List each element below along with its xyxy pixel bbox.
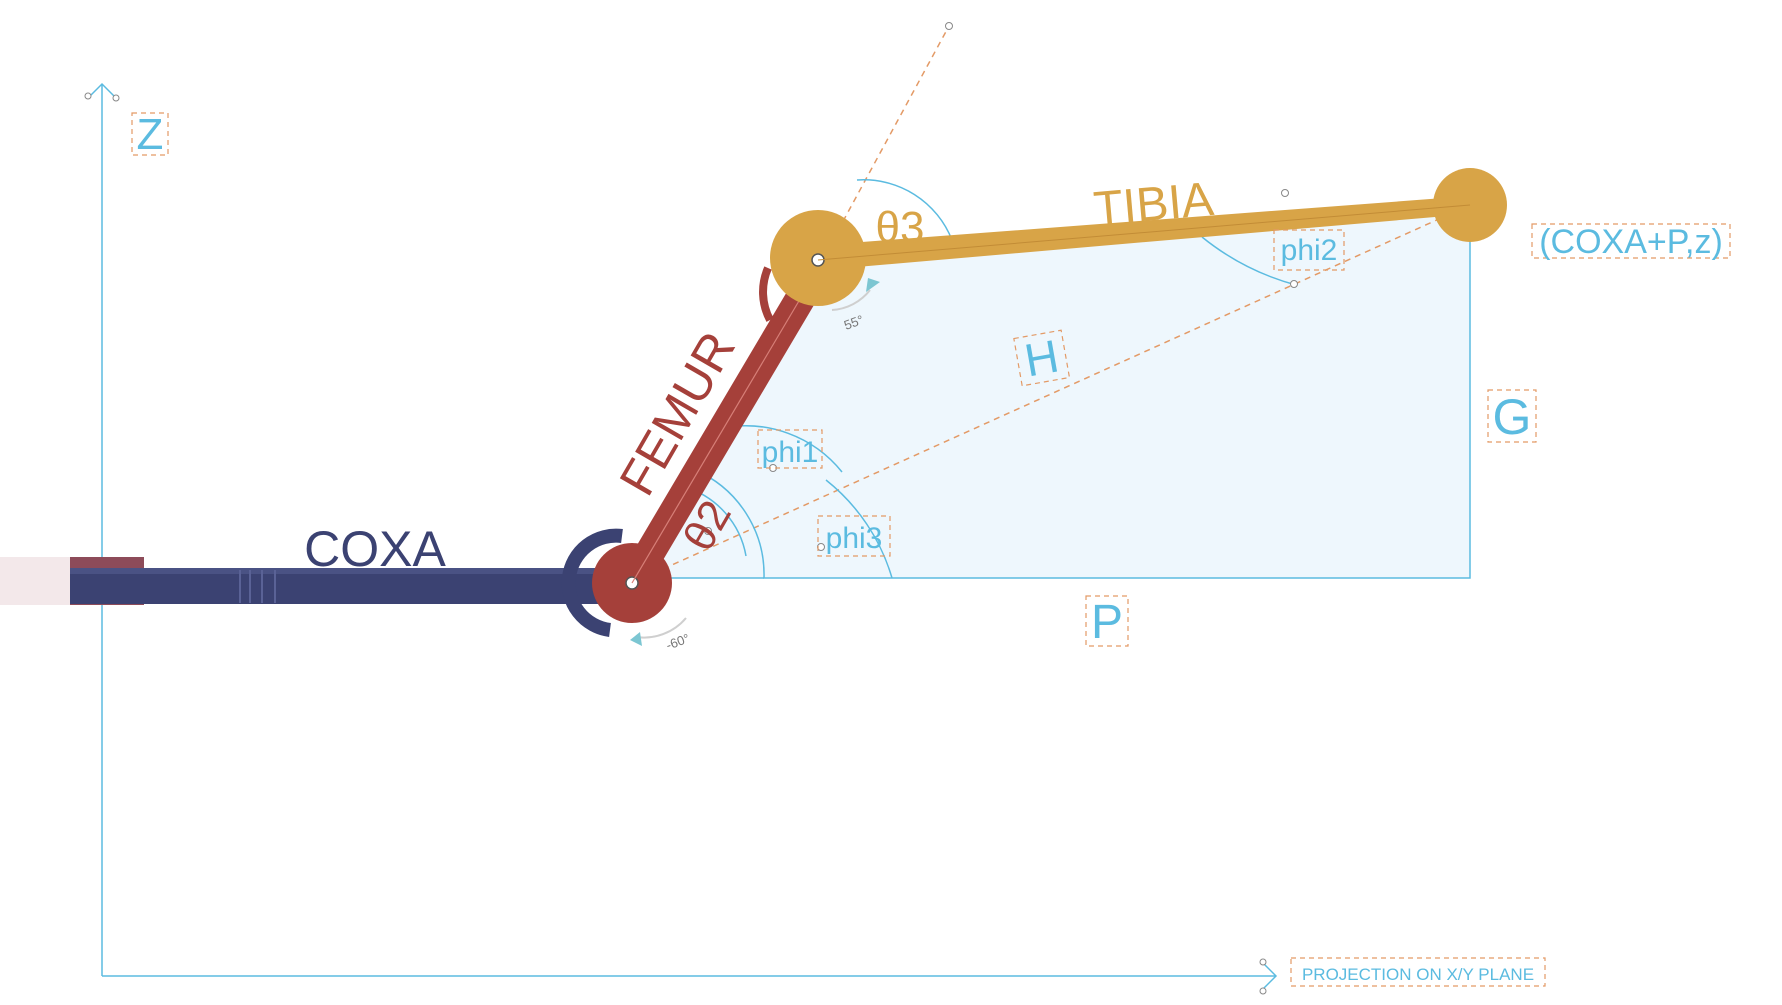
z-axis xyxy=(84,82,120,976)
svg-text:phi3: phi3 xyxy=(826,522,883,555)
coxa-label: COXA xyxy=(304,521,446,577)
svg-text:G: G xyxy=(1493,389,1532,445)
tibia-rotation-indicator: 55° xyxy=(831,278,880,333)
svg-text:P: P xyxy=(1091,596,1123,649)
x-axis xyxy=(102,958,1278,995)
svg-text:(COXA+P,z): (COXA+P,z) xyxy=(1539,223,1723,261)
phi1-label: phi1 xyxy=(757,429,823,469)
g-label: G xyxy=(1487,389,1537,445)
foot-point-label: (COXA+P,z) xyxy=(1531,223,1731,261)
z-axis-label: Z xyxy=(131,110,169,159)
tibia-segment xyxy=(770,168,1507,306)
p-label: P xyxy=(1085,595,1129,649)
femur-rotation-indicator: -60° xyxy=(630,617,692,653)
theta3-label: θ3 xyxy=(876,203,925,252)
svg-text:-60°: -60° xyxy=(664,631,692,653)
svg-text:phi1: phi1 xyxy=(762,436,819,469)
phi3-arc xyxy=(825,479,893,579)
femur-segment xyxy=(592,247,837,623)
phi2-arc xyxy=(1201,236,1297,286)
svg-text:PROJECTION ON X/Y PLANE: PROJECTION ON X/Y PLANE xyxy=(1302,965,1534,984)
phi3-label: phi3 xyxy=(817,515,891,557)
coxa-segment xyxy=(0,528,630,637)
tibia-label: TIBIA xyxy=(1092,173,1216,236)
svg-text:55°: 55° xyxy=(842,312,866,333)
svg-text:phi2: phi2 xyxy=(1281,234,1338,267)
theta3-arc xyxy=(856,179,953,241)
phi2-label: phi2 xyxy=(1273,229,1345,271)
svg-text:Z: Z xyxy=(137,110,164,159)
x-axis-label: PROJECTION ON X/Y PLANE xyxy=(1290,957,1546,987)
h-dashed-line xyxy=(642,204,1471,579)
